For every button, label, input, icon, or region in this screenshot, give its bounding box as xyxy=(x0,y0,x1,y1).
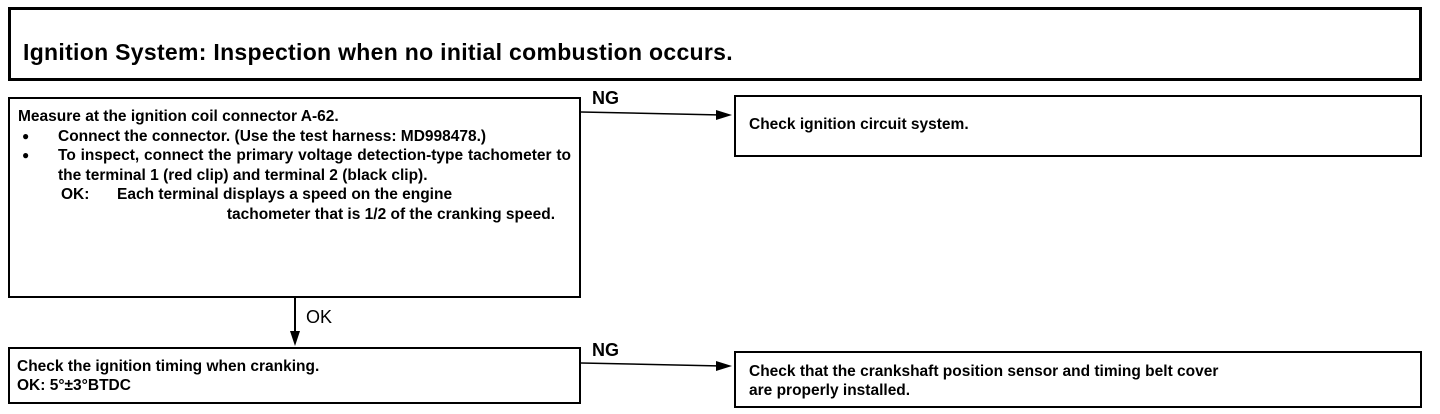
step2-line: Check the ignition timing when cranking. xyxy=(17,358,320,375)
result1-box: Check ignition circuit system. xyxy=(734,95,1422,157)
step1-bullet-1: Connect the connector. (Use the test har… xyxy=(18,127,571,147)
ng-arrow-1 xyxy=(580,110,732,120)
ng-label-2: NG xyxy=(592,340,619,360)
step1-box: Measure at the ignition coil connector A… xyxy=(8,97,581,298)
title-box: Ignition System: Inspection when no init… xyxy=(8,7,1422,81)
step1-ok-text-2: tachometer that is 1/2 of the cranking s… xyxy=(226,205,555,223)
ng-label-1: NG xyxy=(592,88,619,108)
ng-arrow-2 xyxy=(580,361,732,371)
result2-text: Check that the crankshaft position senso… xyxy=(749,362,1218,400)
page-title: Ignition System: Inspection when no init… xyxy=(23,39,733,65)
result1-text: Check ignition circuit system. xyxy=(749,116,969,133)
ok-arrow xyxy=(290,298,300,346)
step1-heading: Measure at the ignition coil connector A… xyxy=(18,108,339,125)
ok-label: OK xyxy=(306,307,333,327)
step2-ok-value: 5°±3°BTDC xyxy=(49,377,131,394)
step2-ok-line: OK: 5°±3°BTDC xyxy=(17,376,319,395)
step1-bullet-2: To inspect, connect the primary voltage … xyxy=(18,146,571,185)
result2-line2: are properly installed. xyxy=(749,382,911,399)
step1-ok-line: OK: Each terminal displays a speed on the… xyxy=(18,185,571,205)
step2-ok-label: OK: xyxy=(17,377,46,394)
result2-box: Check that the crankshaft position senso… xyxy=(734,351,1422,408)
step1-ok-label: OK: xyxy=(61,186,90,204)
result2-line1: Check that the crankshaft position senso… xyxy=(749,363,1219,380)
step1-ok-text-1: Each terminal displays a speed on the en… xyxy=(117,186,453,204)
step2-box: Check the ignition timing when cranking.… xyxy=(8,347,581,404)
